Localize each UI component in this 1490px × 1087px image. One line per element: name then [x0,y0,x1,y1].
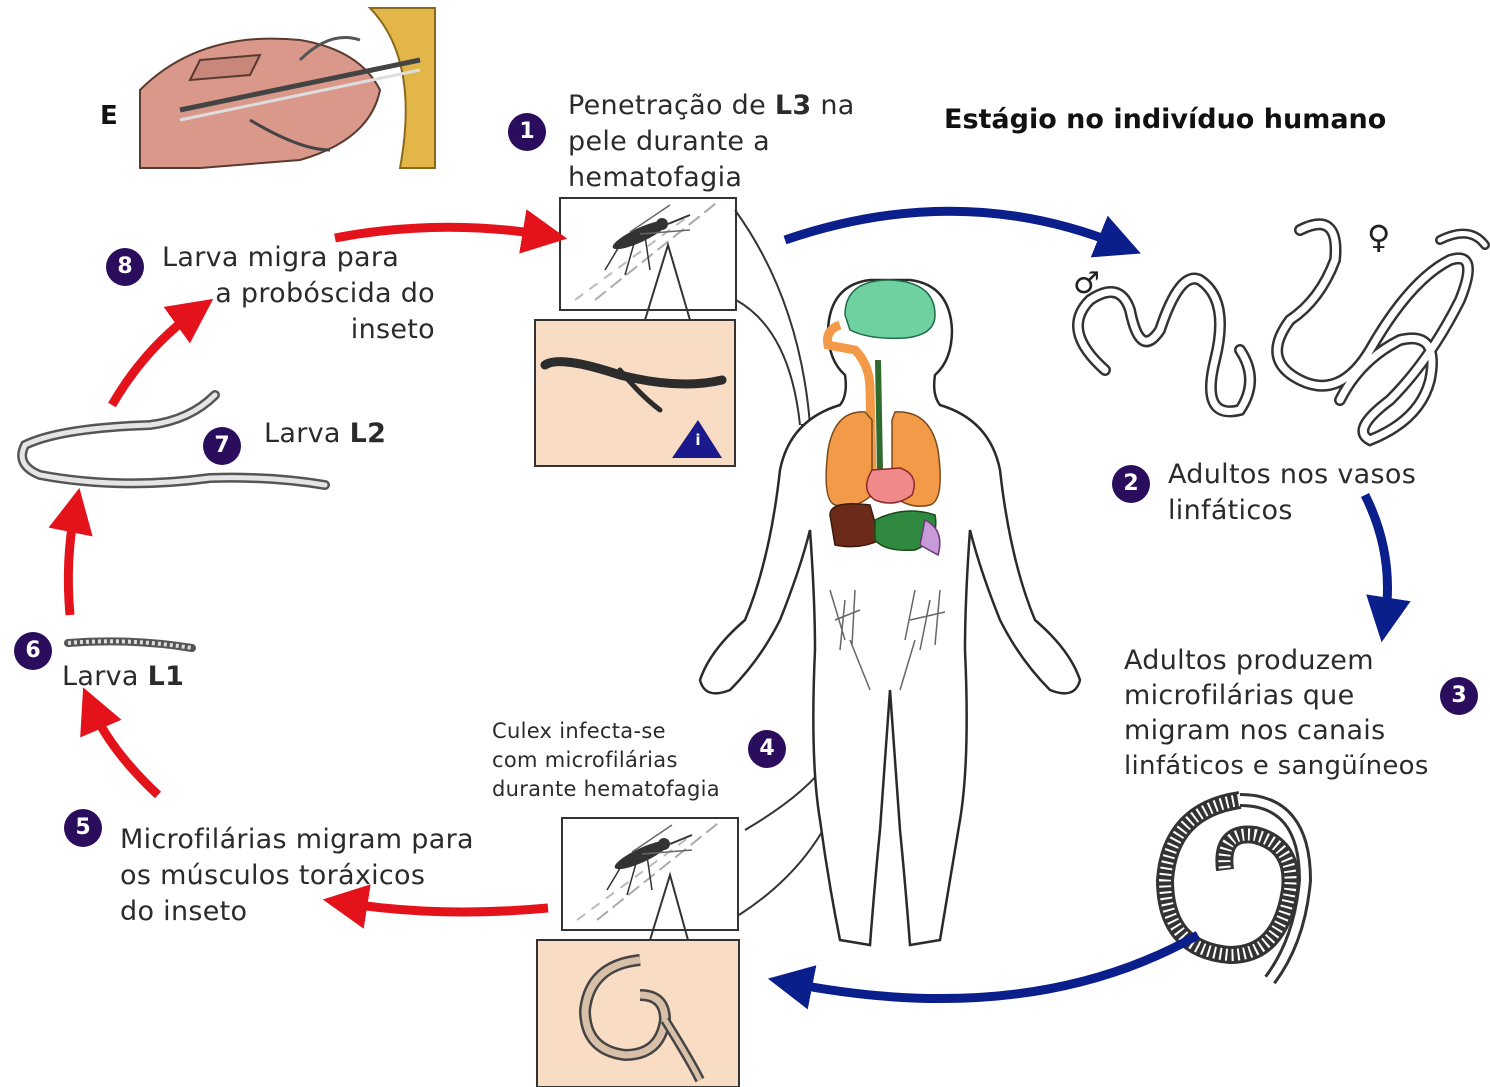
bite-panel-lower [562,818,738,930]
arrow-step8-to-step1 [335,227,545,238]
leader-line-upper [735,210,810,425]
step-5-line-1: Microfilárias migram para [120,822,474,858]
step-3-line-1: Adultos produzem [1124,643,1374,679]
larva-panel-upper [535,320,735,466]
step-3-line-2: microfilárias que [1124,678,1355,714]
arrow-step1-to-step2 [785,211,1120,245]
inset-partial-label: E [100,101,118,131]
step-5-line-2: os músculos toráxicos [120,858,425,894]
microfilaria-panel-lower [537,940,739,1087]
step-8-line-2: a probóscida do [162,276,435,312]
female-symbol: ♀ [1367,218,1390,256]
arrow-step5-to-step6 [92,708,158,795]
step-5-badge: 5 [64,809,102,847]
arrow-step2-to-step3 [1365,495,1388,620]
microfilaria-illustration [1165,800,1305,980]
step-1-line-1: Penetração de L3 na [568,88,855,124]
step-8-badge: 8 [106,248,144,286]
step-2-line-1: Adultos nos vasos [1168,457,1416,493]
step-7-badge: 7 [203,427,241,465]
step-3-line-3: migram nos canais [1124,713,1385,749]
infective-stage-marker: i [691,431,705,449]
adult-worms-illustration [1078,224,1485,440]
step-6-label: Larva L1 [62,659,184,695]
step-7-label: Larva L2 [264,416,386,452]
step-3-line-4: linfáticos e sangüíneos [1124,748,1429,784]
step-8-line-3: inseto [162,312,435,348]
larva-l1-illustration [68,641,192,648]
step-1-line-3: hematofagia [568,160,742,196]
step-4-line-1: Culex infecta-se [492,716,666,746]
arrow-step6-to-step7 [68,510,75,615]
step-8-line-1: Larva migra para [162,240,399,276]
proboscis-inset-illustration [120,8,435,168]
step-2-badge: 2 [1112,465,1150,503]
step-5-line-3: do inseto [120,894,247,930]
arrow-step5-out [345,903,548,912]
step-2-line-2: linfáticos [1168,493,1293,529]
step-3-badge: 3 [1440,677,1478,715]
step-4-badge: 4 [748,730,786,768]
step-6-badge: 6 [14,632,52,670]
step-1-line-2: pele durante a [568,124,770,160]
step-4-line-2: com microfilárias [492,745,678,775]
male-symbol: ♂ [1073,266,1100,301]
diagram-title: Estágio no indivíduo humano [944,104,1386,135]
arrow-step3-to-step4 [790,935,1198,999]
human-body-illustration [700,280,1080,945]
bite-panel-upper [560,198,736,310]
step-1-badge: 1 [508,113,546,151]
step-4-line-3: durante hematofagia [492,774,720,804]
